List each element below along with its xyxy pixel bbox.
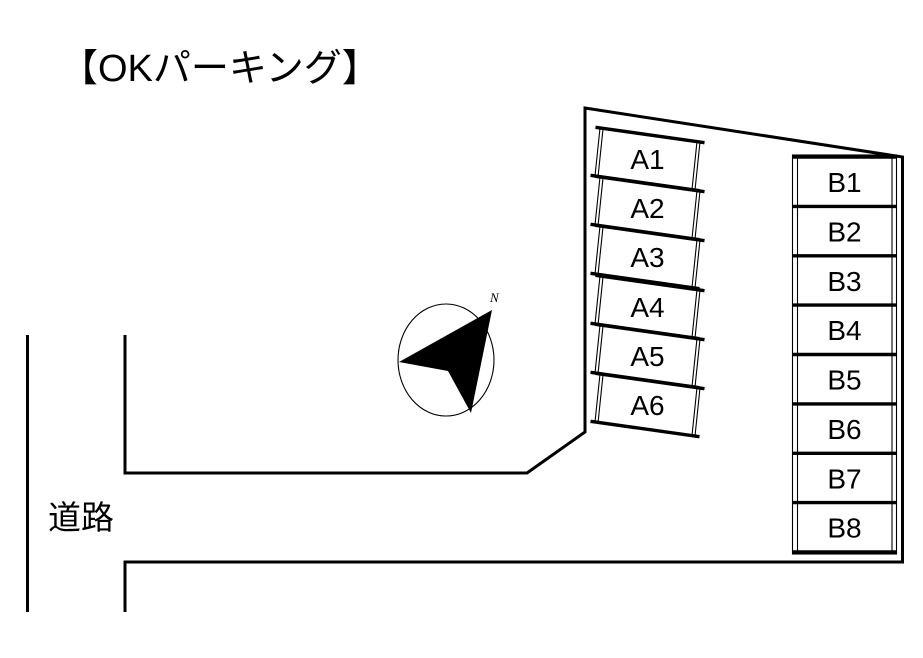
space-label: A2 (630, 193, 664, 224)
space-label: B8 (827, 513, 861, 544)
space-inner-edge-left (597, 374, 604, 423)
space-label: B7 (827, 463, 861, 494)
road-label: 道路 (48, 499, 114, 536)
space-inner-edge-left (597, 276, 604, 325)
space-curb-top (595, 371, 705, 391)
space-outline (796, 156, 893, 207)
zone-b: B1 B2 B3 B4 B5 B6 B7 B8 (791, 154, 898, 555)
space-inner-edge-left (597, 128, 604, 177)
parking-space-b3[interactable]: B3 (796, 255, 893, 306)
space-label: A1 (630, 144, 664, 175)
space-label: B5 (827, 365, 861, 396)
space-label: A5 (630, 341, 664, 372)
space-label: B6 (827, 414, 861, 445)
page-title: 【OKパーキング】 (60, 48, 380, 90)
zone-b-outer-border (791, 154, 898, 555)
parking-space-b4[interactable]: B4 (796, 304, 893, 356)
space-inner-edge-right (691, 141, 698, 190)
compass-n-label: N (489, 290, 500, 305)
space-inner-edge-right (691, 338, 698, 387)
space-label: B3 (827, 266, 861, 297)
parking-space-b5[interactable]: B5 (796, 353, 893, 405)
space-inner-edge-right (691, 387, 698, 436)
space-label: B4 (827, 315, 861, 346)
space-inner-edge-left (597, 325, 604, 374)
compass: N (397, 290, 500, 417)
space-inner-edge-right (691, 239, 698, 288)
parking-space-b8[interactable]: B8 (796, 502, 893, 553)
space-outline (796, 304, 893, 356)
space-curb-bottom (590, 419, 700, 439)
space-label: B2 (827, 216, 861, 247)
space-inner-edge-left (597, 226, 604, 275)
space-curb-top (595, 322, 705, 342)
space-curb-top (595, 125, 705, 145)
space-label: A6 (630, 390, 664, 421)
parking-space-a3[interactable]: A3 (590, 223, 705, 291)
parking-space-b6[interactable]: B6 (796, 403, 893, 454)
compass-needle-icon (399, 310, 492, 413)
parking-space-b1[interactable]: B1 (796, 156, 893, 207)
space-curb-top (595, 223, 705, 243)
space-label: A3 (630, 242, 664, 273)
parking-space-a6[interactable]: A6 (590, 371, 705, 439)
zone-a: A1 A2 A3 A4 (590, 125, 705, 439)
space-outline (796, 353, 893, 405)
space-outline (796, 502, 893, 553)
compass-circle (397, 303, 495, 417)
site-boundary-line (123, 106, 904, 612)
parking-space-b7[interactable]: B7 (796, 452, 893, 504)
space-inner-edge-right (691, 289, 698, 338)
parking-space-b2[interactable]: B2 (796, 205, 893, 257)
space-label: A4 (630, 292, 664, 323)
space-inner-edge-right (691, 190, 698, 239)
zone-b-separators (793, 155, 896, 554)
space-curb-top (595, 273, 705, 293)
space-inner-edge-left (597, 177, 604, 226)
space-curb-top (595, 174, 705, 194)
space-label: B1 (827, 167, 861, 198)
